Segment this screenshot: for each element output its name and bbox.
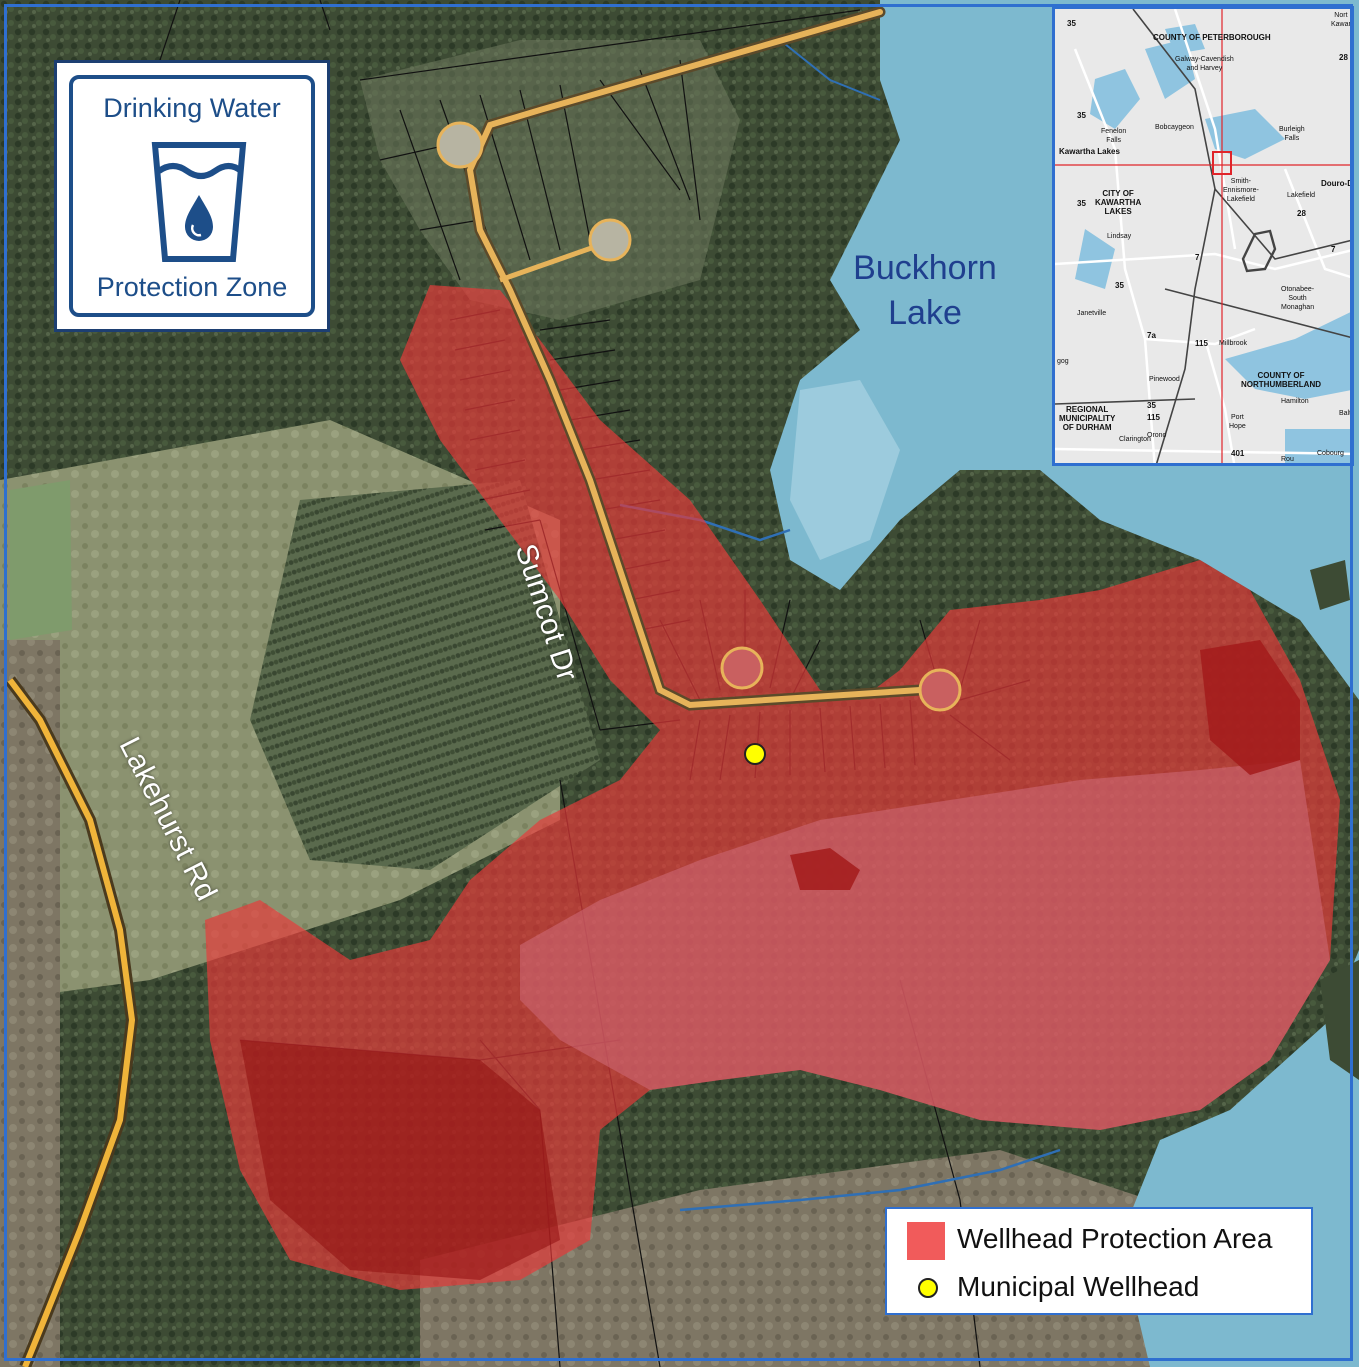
inset-hwy-shield: 28 [1297, 209, 1306, 218]
inset-label-lakefield: Lakefield [1287, 192, 1316, 199]
inset-label-balti: Balti [1339, 410, 1353, 417]
inset-boundaries [1055, 9, 1351, 463]
islet [1310, 560, 1350, 610]
inset-hwy-shield: 35 [1147, 401, 1156, 410]
inset-label-gog: gog [1057, 358, 1069, 365]
stream [779, 39, 881, 101]
inset-hwy-shield: 115 [1147, 413, 1160, 422]
lake-label: Buckhorn Lake [840, 246, 1010, 336]
tree-plantation [250, 480, 600, 870]
inset-hwy-shield: 35 [1077, 111, 1086, 120]
inset-label-north-kawartha: Nort Kawar [1331, 12, 1351, 28]
shallow-water [790, 380, 900, 560]
wellhead-protection-area [205, 285, 1340, 1290]
inset-label-peterborough: COUNTY OF PETERBOROUGH [1153, 33, 1271, 42]
inset-label-cobourg: Cobourg [1317, 450, 1344, 457]
islet [1320, 960, 1359, 1080]
inset-hwy-shield: 7 [1331, 245, 1336, 254]
inset-lakes [1075, 24, 1351, 463]
drinking-water-sign: Drinking Water Protection Zone [54, 60, 330, 332]
inset-label-lindsay: Lindsay [1107, 233, 1132, 240]
inset-label-city-kawartha: CITY OF KAWARTHA LAKES [1095, 189, 1142, 216]
inset-locator-crosshair [1055, 9, 1351, 463]
municipal-wellhead-marker[interactable] [744, 743, 766, 765]
inset-label-janetville: Janetville [1077, 310, 1107, 317]
sign-title: Drinking Water [103, 93, 281, 123]
wetland [0, 640, 60, 1367]
sign-subtitle: Protection Zone [96, 272, 288, 302]
inset-label-burleigh: Burleigh Falls [1279, 126, 1305, 142]
legend-wellhead-swatch [918, 1278, 938, 1298]
lake-label-line2: Lake [888, 294, 962, 332]
lake-label-line1: Buckhorn [853, 249, 997, 287]
sign-border: Drinking Water Protection Zone [69, 75, 315, 317]
legend-protection-area-label: Wellhead Protection Area [957, 1223, 1273, 1254]
inset-hwy-shield: 35 [1077, 199, 1086, 208]
inset-label-bobcaygeon: Bobcaygeon [1155, 124, 1194, 131]
inset-hwy-shield: 28 [1339, 53, 1348, 62]
inset-map-graphic [1055, 9, 1351, 463]
inset-hwy-shield: 7a [1147, 331, 1156, 340]
subdivision-area [360, 40, 740, 320]
inset-label-port-hope: Port Hope [1229, 414, 1246, 430]
inset-label-douro: Douro-Du [1321, 179, 1353, 188]
inset-label-northumberland: COUNTY OF NORTHUMBERLAND [1241, 371, 1321, 389]
inset-label-smith: Smith- Ennismore- Lakefield [1223, 178, 1259, 203]
inset-label-otonabee: Otonabee- South Monaghan [1281, 286, 1315, 311]
inset-label-orono: Orono [1147, 432, 1167, 439]
water-glass-icon [151, 142, 247, 262]
inset-label-millbrook: Millbrook [1219, 340, 1248, 347]
roads [5, 6, 962, 1367]
map-legend: Wellhead Protection Area Municipal Wellh… [885, 1207, 1313, 1315]
legend-protection-area-swatch [907, 1222, 945, 1260]
inset-hwy-shield: 401 [1231, 449, 1245, 458]
inset-hwy-shield: 7 [1195, 253, 1200, 262]
green-clearing [10, 480, 72, 640]
inset-locator-map[interactable]: COUNTY OF PETERBOROUGH Galway-Cavendish … [1052, 6, 1354, 466]
stream [679, 1148, 1061, 1212]
inset-label-galway: Galway-Cavendish and Harvey [1175, 56, 1234, 72]
inset-hwy-shield: 115 [1195, 339, 1208, 348]
inset-label-pinewood: Pinewood [1149, 376, 1180, 383]
inset-label-durham: REGIONAL MUNICIPALITY OF DURHAM [1059, 405, 1116, 432]
inset-label-clarington: Clarington [1119, 436, 1151, 443]
legend-wellhead-label: Municipal Wellhead [957, 1271, 1200, 1302]
inset-label-fenelon: Fenelon Falls [1101, 128, 1127, 144]
inset-label-hamilton: Hamilton [1281, 398, 1309, 405]
inset-hwy-shield: 35 [1115, 281, 1124, 290]
inset-hwy-shield: 35 [1067, 19, 1076, 28]
inset-label-kawartha-lakes: Kawartha Lakes [1059, 147, 1120, 156]
inset-label-rou: Rou [1281, 456, 1294, 463]
inset-highways [1055, 9, 1351, 463]
